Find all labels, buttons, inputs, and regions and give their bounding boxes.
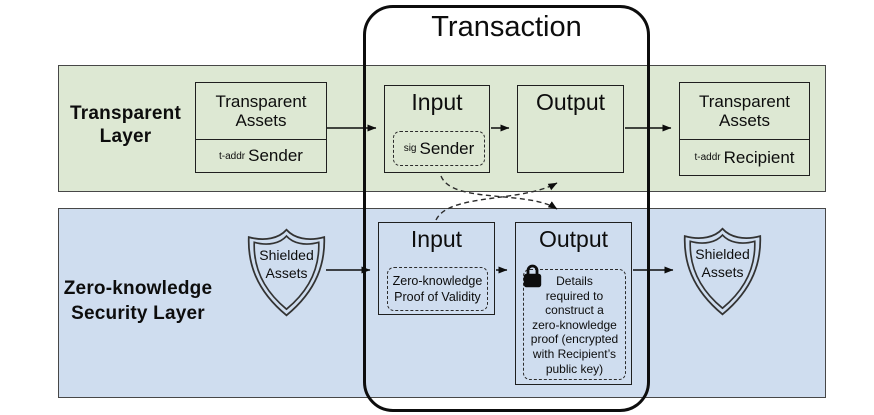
zk-layer-band: [58, 208, 826, 398]
sender-address-label: Sender: [248, 146, 303, 165]
transparent-layer-band: [58, 65, 826, 192]
transparent-assets-sender-title: Transparent Assets: [215, 92, 307, 130]
zk-input-title: Input: [410, 226, 463, 252]
transparent-assets-recipient-box: Transparent Assets t-addr Recipient: [679, 82, 810, 176]
transparent-assets-sender-box: Transparent Assets t-addr Sender: [195, 82, 327, 173]
recipient-address-label: Recipient: [723, 147, 795, 167]
transparent-output-box: Output: [517, 85, 624, 173]
shield-icon: [683, 227, 762, 316]
transparent-input-title: Input: [411, 89, 463, 115]
zk-proof-validity-note: Zero-knowledge Proof of Validity: [387, 267, 488, 311]
t-addr-prefix: t-addr: [219, 150, 246, 162]
transparent-output-title: Output: [535, 89, 606, 115]
recipient-address-row: t-addr Recipient: [680, 139, 809, 175]
zk-input-box: Input Zero-knowledge Proof of Validity: [378, 222, 495, 315]
shielded-assets-destination-label: Shielded Assets: [695, 246, 750, 280]
shielded-assets-destination: Shielded Assets: [681, 226, 764, 318]
transparent-input-box: Input sig Sender: [384, 85, 490, 173]
transparent-assets-recipient-title: Transparent Assets: [698, 92, 791, 130]
sig-prefix: sig: [403, 143, 417, 154]
t-addr-prefix: t-addr: [694, 152, 721, 163]
sig-sender-label: Sender: [419, 138, 475, 158]
zk-output-details-note: Details required to construct a zero-kno…: [523, 269, 626, 380]
sender-address-row: t-addr Sender: [196, 139, 326, 172]
zk-layer-label: Zero-knowledge Security Layer: [63, 278, 213, 324]
lock-icon: [523, 264, 542, 288]
shielded-assets-source: Shielded Assets: [245, 227, 328, 319]
zk-output-title: Output: [538, 226, 609, 252]
transparent-layer-label: Transparent Layer: [70, 103, 181, 147]
zk-output-box: Output Details required to construct a z…: [515, 222, 632, 385]
shielded-assets-source-label: Shielded Assets: [259, 247, 314, 281]
transaction-title: Transaction: [431, 11, 582, 43]
signature-box: sig Sender: [393, 131, 485, 166]
shield-icon: [247, 228, 326, 317]
